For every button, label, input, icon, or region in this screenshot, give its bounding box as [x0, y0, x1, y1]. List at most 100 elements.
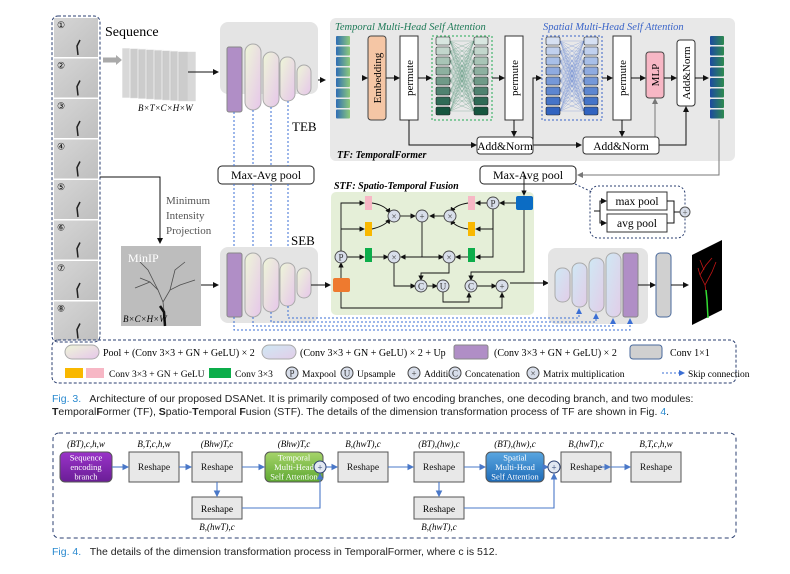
fig4-node-label: Reshape [347, 463, 379, 473]
spatial-mhsa-title: Spatial Multi-Head Self Attention [543, 22, 684, 33]
svg-text:max pool: max pool [615, 196, 658, 208]
frame-stack [121, 47, 197, 102]
fig4-dims: (Bhw)T,c [201, 439, 234, 449]
legend-conv-block: (Conv 3×3 + GN + GeLU) × 2 [494, 348, 617, 359]
fig4-node-label: Sequence [70, 453, 103, 463]
svg-text:Add&Norm: Add&Norm [477, 141, 533, 153]
fig4-node-label: Reshape [138, 463, 170, 473]
token [336, 78, 350, 87]
legend-symbol-label: Upsample [357, 370, 396, 380]
svg-text:Add&Norm: Add&Norm [593, 141, 649, 153]
token [336, 67, 350, 77]
fig4-dims: B,(hwT),c [345, 439, 381, 449]
fig4-dims: B,(hwT),c [421, 522, 457, 532]
svg-text:+: + [682, 208, 687, 218]
stf-temporal-input-block [516, 196, 533, 210]
svg-text:P: P [289, 369, 294, 379]
add-norm-1 [476, 136, 534, 155]
fig4-dims: B,(hwT),c [568, 439, 604, 449]
op-node [387, 209, 401, 223]
svg-text:MLP: MLP [650, 64, 662, 87]
fig4-node-label: branch [74, 472, 98, 482]
svg-text:C: C [452, 369, 458, 379]
svg-text:P: P [338, 253, 343, 263]
fig4-node-label: Self Attention [270, 472, 318, 482]
fig4-dims: (BT),(hw),c [418, 439, 460, 449]
op-node [334, 250, 348, 264]
frame-number: ④ [57, 142, 65, 152]
svg-text:×: × [391, 253, 396, 263]
legend-conv3x3: Conv 3×3 [235, 370, 273, 380]
svg-text:Max-Avg pool: Max-Avg pool [493, 168, 564, 182]
fig4-node-label: Multi-Head [274, 462, 314, 472]
svg-text:C: C [418, 282, 424, 292]
legend-conv1x1: Conv 1×1 [670, 348, 710, 359]
legend-symbol-icon [526, 366, 540, 380]
fig4-node [413, 451, 465, 483]
add-norm-2 [582, 136, 660, 155]
legend-symbol-icon [407, 366, 421, 380]
op-node [387, 250, 401, 264]
legend-symbol-icon [448, 366, 462, 380]
fig4-node-label: Reshape [570, 463, 602, 473]
svg-text:+: + [499, 282, 504, 292]
legend-symbol-label: Addition [424, 370, 458, 380]
stack-dims: B×T×C×H×W [138, 103, 194, 113]
svg-text:+: + [411, 369, 416, 379]
frame-number: ⑧ [57, 304, 65, 314]
svg-text:×: × [530, 369, 535, 379]
fig4-node-label: Temporal [278, 453, 311, 463]
token [710, 67, 724, 77]
minip-dims: B×C×H×W [123, 314, 168, 324]
frame-number: ① [57, 20, 65, 30]
svg-text:permute: permute [509, 60, 521, 96]
op-node [443, 209, 457, 223]
token [336, 109, 350, 119]
svg-text:avg pool: avg pool [617, 218, 657, 230]
svg-text:U: U [440, 282, 447, 292]
op-node [415, 209, 429, 223]
svg-text:C: C [468, 282, 474, 292]
sequence-frame [54, 261, 98, 300]
fig4-node-label: Reshape [201, 463, 233, 473]
token [710, 109, 724, 119]
svg-text:U: U [344, 369, 351, 379]
sequence-frame-group [51, 15, 101, 343]
addition-icon [679, 206, 691, 218]
input-tokens [336, 36, 350, 119]
token [336, 46, 350, 56]
svg-text:permute: permute [404, 60, 416, 96]
token [710, 78, 724, 87]
fig4-node-label: Reshape [423, 505, 455, 515]
frame-number: ⑤ [57, 182, 65, 192]
svg-text:×: × [447, 212, 452, 222]
fig4-node-label: Self Attention [491, 472, 539, 482]
legend-symbol-label: Maxpool [302, 370, 337, 380]
sequence-frame [54, 99, 98, 138]
token [710, 46, 724, 56]
sequence-frame [54, 18, 98, 57]
sequence-label: Sequence [105, 25, 159, 40]
fig4-dims: (Bhw)T,c [278, 439, 311, 449]
sequence-frame [54, 301, 98, 341]
fig4-dims: B,T,c,h,w [137, 439, 170, 449]
legend-symbol-label: Concatenation [465, 370, 520, 380]
svg-text:Max-Avg pool: Max-Avg pool [231, 168, 302, 182]
svg-text:Embedding: Embedding [372, 52, 384, 103]
conv1x1-block [655, 252, 672, 318]
max-avg-pool-left [217, 165, 315, 185]
legend-symbol-label: Matrix multiplication [543, 370, 625, 380]
svg-text:+: + [317, 463, 322, 473]
op-node [442, 250, 456, 264]
svg-text:P: P [490, 199, 495, 209]
svg-text:permute: permute [617, 60, 629, 96]
legend-skip: Skip connection [688, 370, 750, 380]
fig4-caption: Fig. 4. The details of the dimension tra… [52, 546, 498, 558]
fig4-diagram: Sequenceencodingbranch(BT),c,h,wReshapeB… [52, 432, 737, 539]
max-avg-pool-right [479, 165, 577, 185]
svg-text:×: × [391, 212, 396, 222]
fig4-node-label: encoding [70, 462, 102, 472]
output-tokens [710, 36, 724, 119]
token [710, 57, 724, 66]
